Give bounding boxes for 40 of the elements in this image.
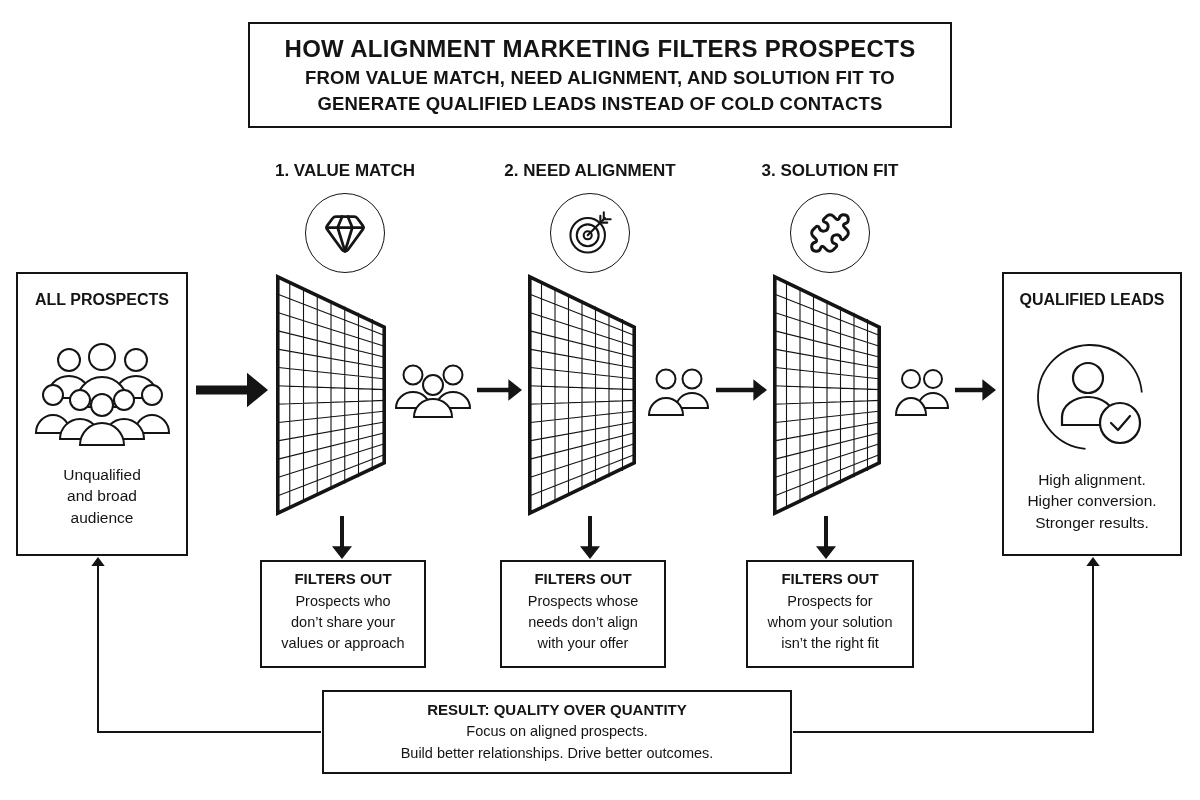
filter-out-box xyxy=(746,560,914,668)
people-group-icon xyxy=(895,368,949,416)
title-heading: HOW ALIGNMENT MARKETING FILTERS PROSPECTS xyxy=(284,33,916,64)
people-group-icon xyxy=(395,364,471,418)
result-text: Focus on aligned prospects. xyxy=(466,721,648,741)
filter-out-box xyxy=(260,560,426,668)
filter-text: Prospects whose needs don’t align with your offer xyxy=(526,591,640,653)
arrow xyxy=(580,516,600,560)
elbow-arrow xyxy=(792,557,1100,733)
people-group-icon xyxy=(648,368,710,416)
filter-out-box xyxy=(500,560,666,668)
stage-heading: 3. SOLUTION FIT xyxy=(761,160,899,182)
panel-heading: ALL PROSPECTS xyxy=(35,290,169,310)
stage-heading: 1. VALUE MATCH xyxy=(274,160,416,182)
mesh-screen xyxy=(528,275,636,515)
filter-heading: FILTERS OUT xyxy=(294,569,392,589)
filter-text: Prospects for whom your solution isn’t the right fit xyxy=(766,591,894,653)
arrow xyxy=(332,516,352,560)
filter-heading: FILTERS OUT xyxy=(534,569,632,589)
arrow xyxy=(816,516,836,560)
result-box xyxy=(322,690,792,774)
panel-text: High alignment. Higher conversion. Stronger results. xyxy=(1026,469,1158,534)
elbow-arrow xyxy=(91,557,322,733)
panel-text: Unqualified and broad audience xyxy=(62,464,142,529)
result-text: Build better relationships. Drive better outcomes. xyxy=(400,743,714,763)
mesh-screen xyxy=(773,275,881,515)
result-heading: RESULT: QUALITY OVER QUANTITY xyxy=(427,700,687,720)
mesh-screen xyxy=(276,275,386,515)
arrow xyxy=(716,379,767,401)
leads-panel xyxy=(1002,272,1182,556)
filter-heading: FILTERS OUT xyxy=(781,569,879,589)
stage-heading: 2. NEED ALIGNMENT xyxy=(504,160,676,182)
title-box xyxy=(248,22,952,128)
prospects-panel xyxy=(16,272,188,556)
filter-text: Prospects who don’t share your values or approach xyxy=(280,591,406,653)
arrow xyxy=(196,372,268,408)
arrow xyxy=(477,379,522,401)
arrow xyxy=(955,379,996,401)
subtitle: FROM VALUE MATCH, NEED ALIGNMENT, AND SOLUTION FIT TO GENERATE QUALIFIED LEADS INSTEAD OF COLD CONTACTS xyxy=(304,65,896,117)
panel-heading: QUALIFIED LEADS xyxy=(1019,290,1165,310)
